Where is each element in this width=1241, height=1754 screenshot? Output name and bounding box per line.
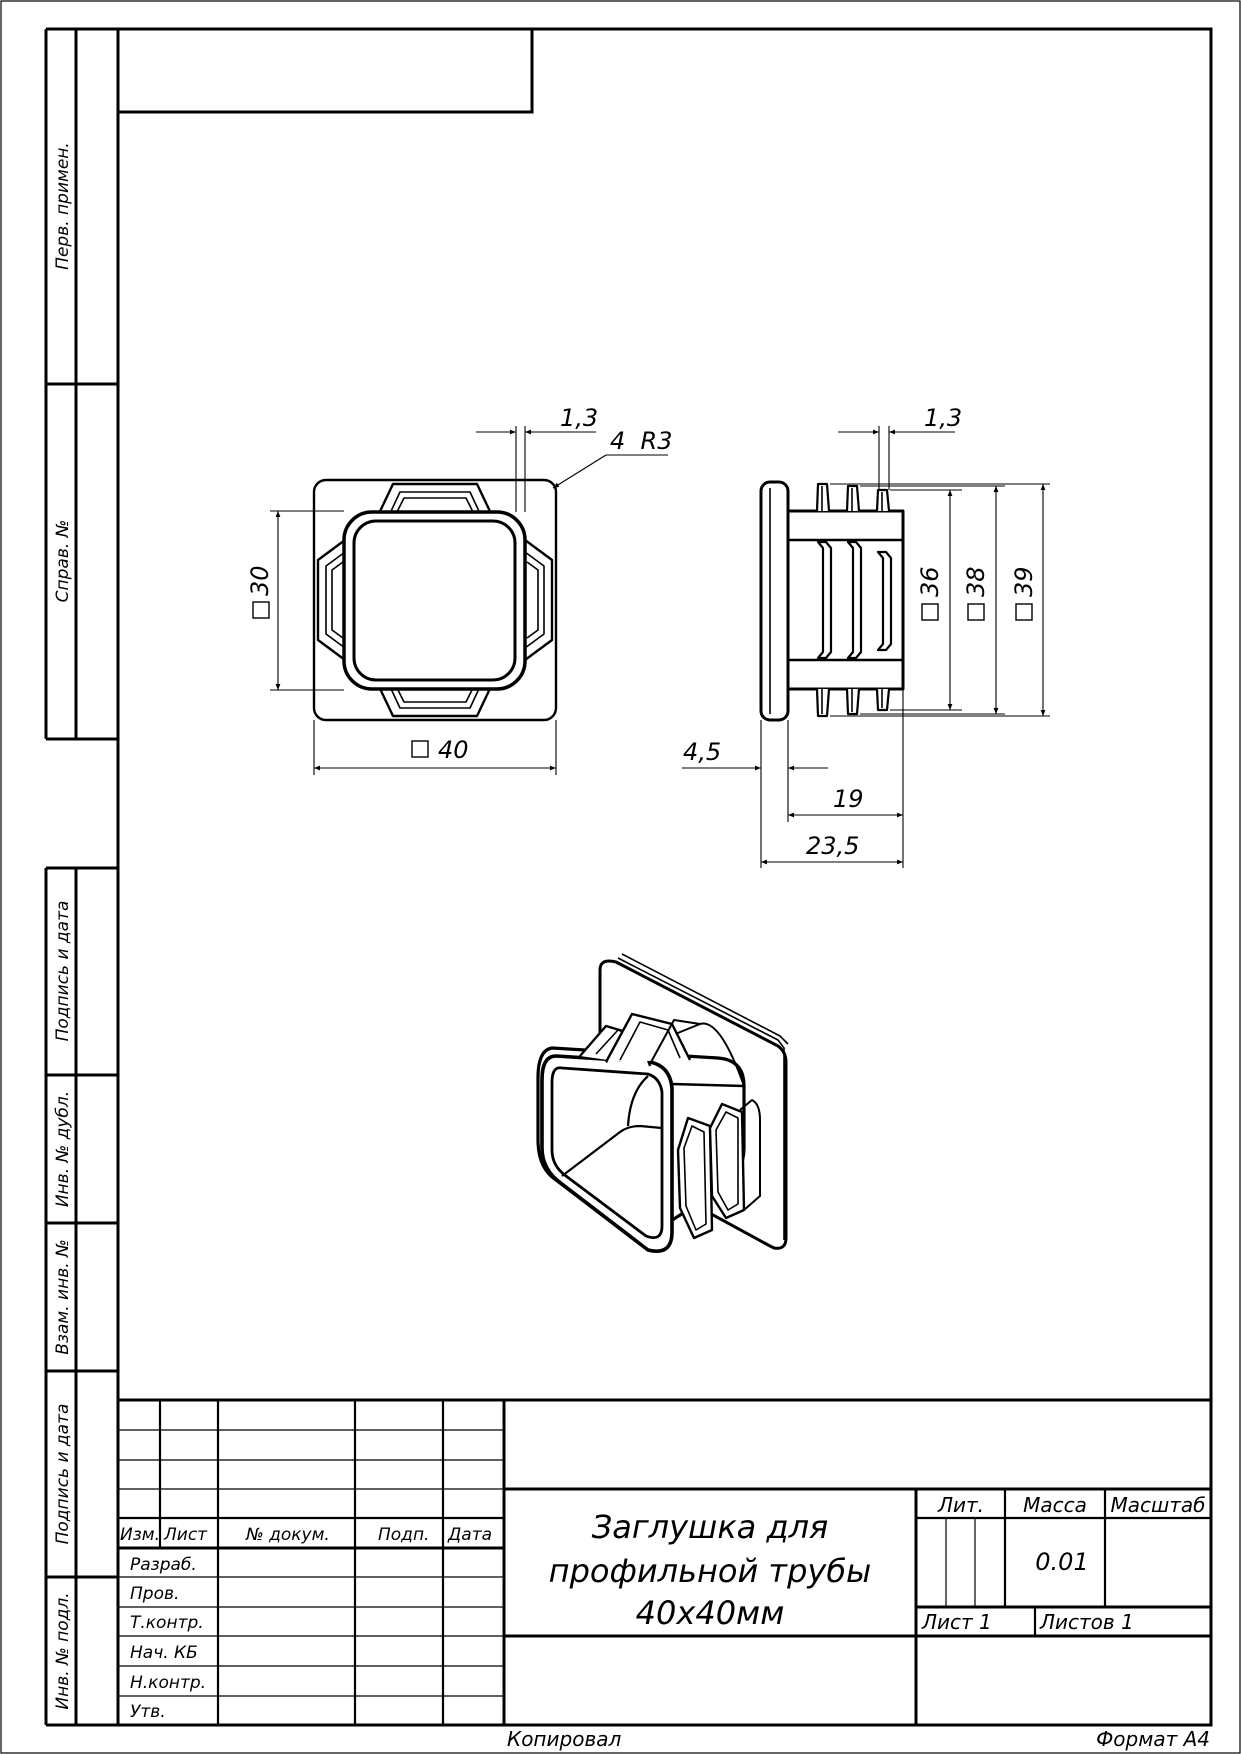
dim-top-square-30: 30 bbox=[246, 565, 274, 596]
label-podpis-data-1: Подпись и дата bbox=[53, 901, 73, 1042]
title-line-1: Заглушка для bbox=[592, 1508, 829, 1546]
title-line-2: профильной трубы bbox=[549, 1552, 872, 1590]
left-strip bbox=[44, 27, 118, 1727]
left-strip-labels: Перв. примен. Справ. № Подпись и дата Ин… bbox=[53, 142, 73, 1709]
dim-top-thickness: 1,3 bbox=[560, 404, 598, 432]
dim-side-thickness: 1,3 bbox=[924, 404, 962, 432]
col-podp: Подп. bbox=[378, 1525, 429, 1545]
col-list: Лист bbox=[163, 1525, 208, 1545]
dim-side-body: 19 bbox=[833, 785, 864, 813]
top-view-dimensions: 30 40 1,3 4 R3 bbox=[246, 404, 672, 775]
role-razrab: Разраб. bbox=[130, 1555, 197, 1575]
col-no-dokum: № докум. bbox=[245, 1525, 330, 1545]
dim-side-total: 23,5 bbox=[806, 832, 859, 860]
label-vzam-inv-no: Взам. инв. № bbox=[53, 1239, 73, 1354]
label-podpis-data-2: Подпись и дата bbox=[53, 1404, 73, 1545]
dim-side-square-39: 39 bbox=[1010, 566, 1038, 597]
dim-side-flange: 4,5 bbox=[683, 738, 721, 766]
label-masshtab: Масштаб bbox=[1110, 1493, 1205, 1517]
dim-top-radius: 4 R3 bbox=[610, 427, 672, 455]
dim-side-square-38: 38 bbox=[962, 566, 990, 597]
role-utv: Утв. bbox=[130, 1702, 166, 1722]
label-listov-1: Листов 1 bbox=[1039, 1610, 1134, 1634]
label-sprav-no: Справ. № bbox=[53, 520, 73, 603]
label-massa: Масса bbox=[1023, 1493, 1087, 1517]
dim-side-square-36: 36 bbox=[916, 566, 944, 597]
label-perv-primen: Перв. примен. bbox=[53, 142, 73, 270]
massa-value: 0.01 bbox=[1035, 1548, 1088, 1576]
col-data: Дата bbox=[447, 1525, 492, 1545]
label-list-1: Лист 1 bbox=[921, 1610, 992, 1634]
label-lit: Лит. bbox=[937, 1493, 984, 1517]
role-n-kontr: Н.контр. bbox=[130, 1673, 206, 1693]
label-inv-no-dubl: Инв. № дубл. bbox=[53, 1091, 73, 1207]
side-view-dimensions: 1,3 36 38 39 4,5 19 23,5 bbox=[682, 404, 1050, 868]
dim-top-square-40: 40 bbox=[438, 736, 469, 764]
title-block: Изм. Лист № докум. Подп. Дата Разраб. Пр… bbox=[118, 1398, 1211, 1725]
role-prov: Пров. bbox=[130, 1584, 179, 1604]
role-t-kontr: Т.контр. bbox=[130, 1613, 204, 1633]
col-izm: Изм. bbox=[120, 1525, 160, 1545]
top-left-box bbox=[116, 27, 534, 114]
isometric-view bbox=[536, 953, 789, 1253]
drawing-frame bbox=[116, 27, 1213, 1727]
title-line-3: 40х40мм bbox=[636, 1594, 785, 1632]
footer-kopiroval: Копировал bbox=[507, 1727, 621, 1751]
footer-format: Формат А4 bbox=[1096, 1727, 1210, 1751]
label-inv-no-podl: Инв. № подл. bbox=[53, 1592, 73, 1709]
role-nach-kb: Нач. КБ bbox=[130, 1643, 198, 1663]
side-view bbox=[759, 480, 905, 722]
top-view bbox=[312, 478, 558, 722]
